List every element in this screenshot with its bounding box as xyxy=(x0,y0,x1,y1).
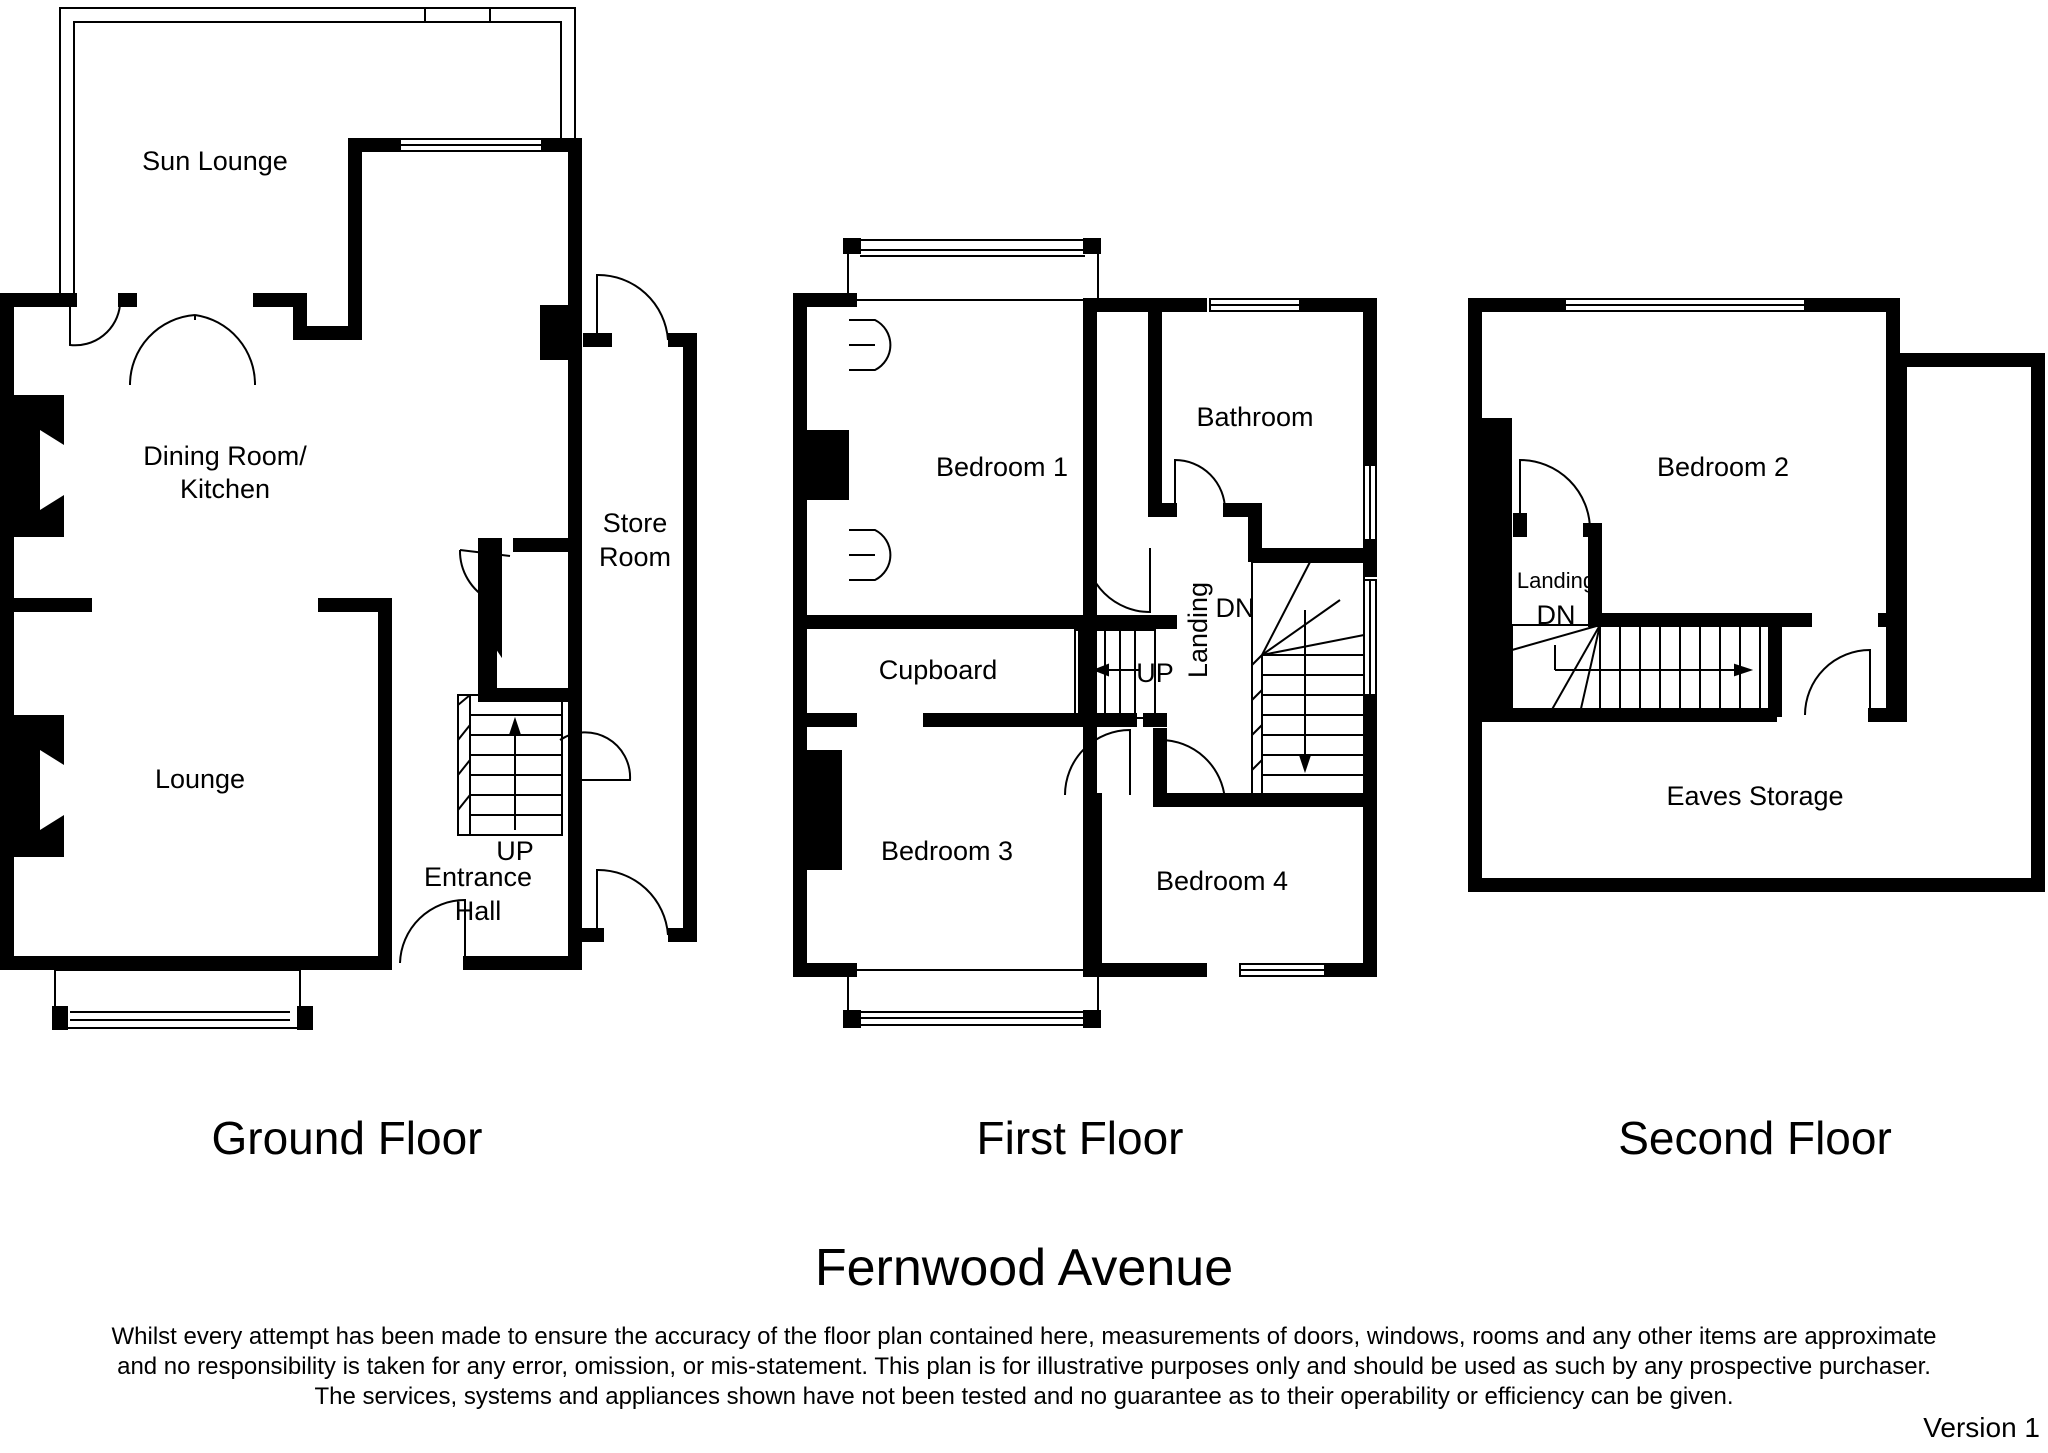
label-cupboard: Cupboard xyxy=(879,655,998,685)
first-stairs xyxy=(1074,561,1365,798)
label-dining-kitchen-line1: Dining Room/ xyxy=(143,441,307,471)
first-chimney-breasts xyxy=(807,430,1377,870)
first-doors xyxy=(849,319,1226,801)
disclaimer-line: and no responsibility is taken for any e… xyxy=(117,1353,1931,1380)
label-bathroom: Bathroom xyxy=(1196,402,1313,432)
label-bedroom-1: Bedroom 1 xyxy=(936,452,1068,482)
lounge-bay-window xyxy=(54,969,301,1029)
label-first-landing: Landing xyxy=(1183,582,1213,678)
label-bedroom-3: Bedroom 3 xyxy=(881,836,1013,866)
ground-floor-plan xyxy=(0,7,697,1030)
label-entrance-hall-line2: Hall xyxy=(455,896,502,926)
disclaimer-line: Whilst every attempt has been made to en… xyxy=(111,1323,1937,1350)
version-label: Version 1 xyxy=(1923,1412,2040,1443)
ground-floor-walls xyxy=(0,138,697,970)
label-ground-stairs-up: UP xyxy=(496,836,534,866)
label-first-stairs-up: UP xyxy=(1136,658,1174,688)
label-bedroom-4: Bedroom 4 xyxy=(1156,866,1288,896)
sun-lounge-glazing xyxy=(59,7,576,300)
label-second-landing: Landing xyxy=(1517,568,1595,593)
label-sun-lounge: Sun Lounge xyxy=(142,146,288,176)
room-labels: Sun Lounge Dining Room/ Kitchen Store Ro… xyxy=(142,146,1892,1164)
first-floor-walls xyxy=(793,293,1377,977)
label-entrance-hall-line1: Entrance xyxy=(424,862,532,892)
label-eaves-storage: Eaves Storage xyxy=(1666,781,1843,811)
second-floor-plan xyxy=(1468,298,2045,892)
second-doors xyxy=(1519,458,1871,716)
label-lounge: Lounge xyxy=(155,764,245,794)
ground-doors xyxy=(69,273,669,964)
label-ground-floor: Ground Floor xyxy=(211,1112,482,1164)
label-bedroom-2: Bedroom 2 xyxy=(1657,452,1789,482)
second-stairs xyxy=(1511,624,1778,714)
property-title: Fernwood Avenue xyxy=(814,1239,1234,1297)
disclaimer-line: The services, systems and appliances sho… xyxy=(314,1383,1734,1410)
ground-stairs xyxy=(457,694,563,836)
label-store-room-line2: Room xyxy=(599,542,671,572)
label-store-room-line1: Store xyxy=(603,508,668,538)
bedroom3-bay-window xyxy=(847,969,1099,1026)
disclaimer: Whilst every attempt has been made to en… xyxy=(0,1322,2048,1412)
label-dining-kitchen-line2: Kitchen xyxy=(180,474,270,504)
bedroom1-bay-window xyxy=(847,239,1099,301)
label-first-stairs-dn: DN xyxy=(1216,593,1255,623)
label-first-floor: First Floor xyxy=(977,1112,1184,1164)
label-second-stairs-dn: DN xyxy=(1537,600,1576,630)
first-floor-plan xyxy=(793,238,1377,1028)
label-second-floor: Second Floor xyxy=(1618,1112,1892,1164)
dining-window xyxy=(399,138,543,152)
